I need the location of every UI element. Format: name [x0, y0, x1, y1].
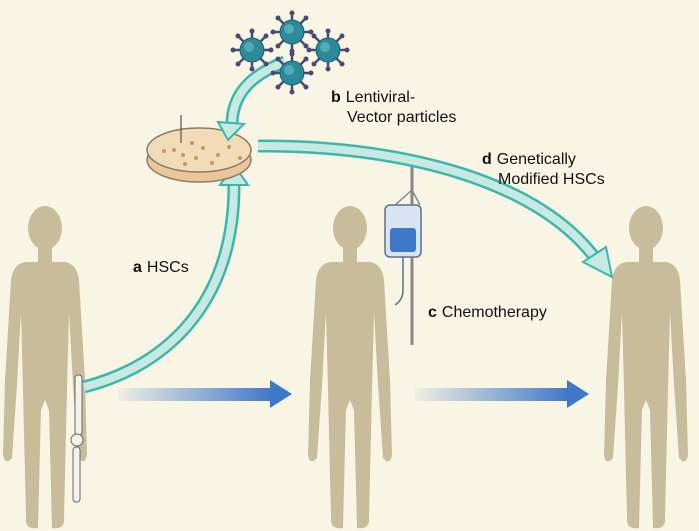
label-text: Chemotherapy — [441, 304, 547, 321]
label-letter: b — [331, 89, 341, 106]
iv-drip-icon — [384, 160, 422, 345]
blue-arrow-2 — [415, 380, 589, 408]
petri-dish-icon — [146, 115, 252, 183]
label-letter: d — [482, 151, 492, 168]
patient-figure-right — [604, 206, 688, 529]
arrow-b-vector — [216, 55, 288, 142]
patient-figure-middle — [308, 206, 392, 529]
blue-arrow-1 — [118, 380, 292, 408]
label-letter: c — [428, 304, 437, 321]
label-text: Vector particles — [347, 109, 457, 126]
arrow-a-hscs — [82, 163, 250, 394]
label-text: Modified HSCs — [498, 171, 605, 188]
label-text: HSCs — [146, 259, 189, 276]
femur-bone-icon — [70, 374, 84, 503]
label-text: Genetically — [496, 151, 576, 168]
label-text: Lentiviral- — [345, 89, 416, 106]
arrow-d-modified-hscs — [257, 139, 614, 279]
label-letter: a — [133, 259, 142, 276]
